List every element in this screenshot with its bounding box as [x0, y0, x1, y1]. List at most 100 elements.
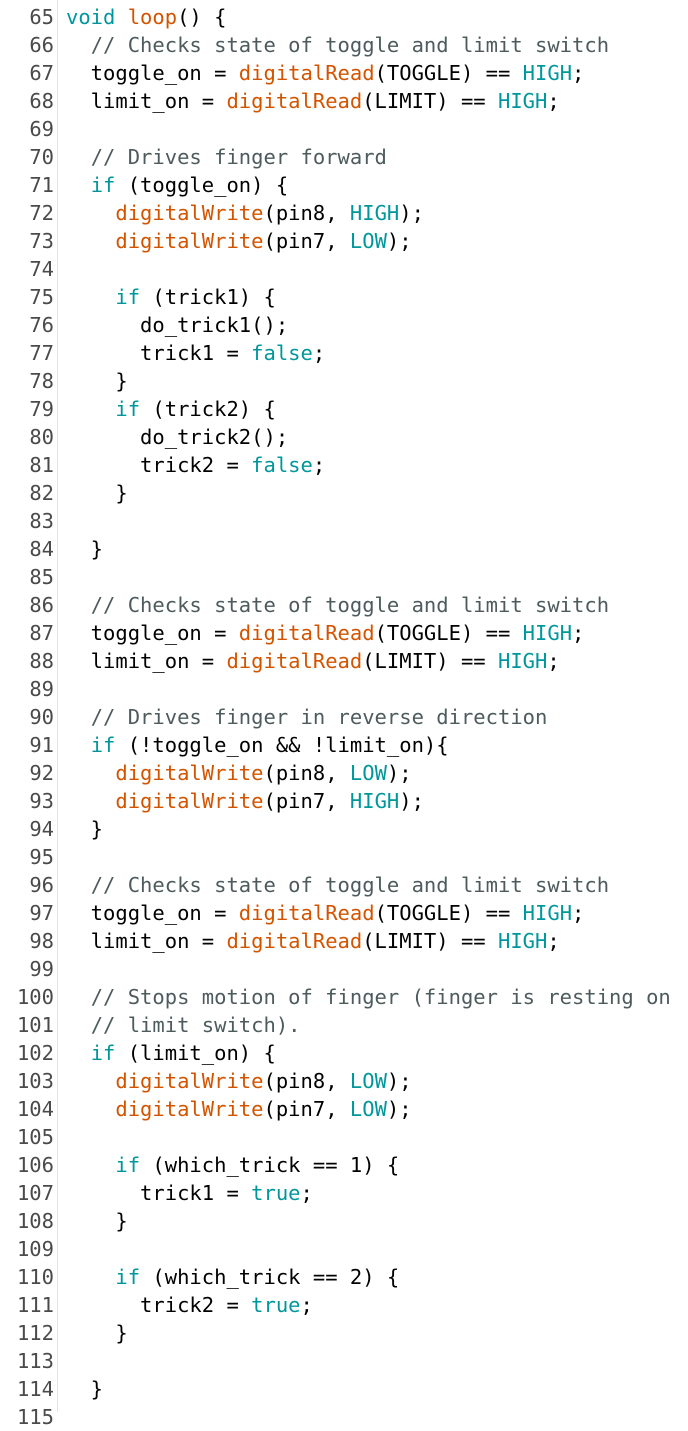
code-line[interactable]: 66 // Checks state of toggle and limit s…: [0, 31, 688, 59]
line-text: }: [62, 535, 688, 563]
code-line[interactable]: 68 limit_on = digitalRead(LIMIT) == HIGH…: [0, 87, 688, 115]
code-line[interactable]: 108 }: [0, 1207, 688, 1235]
code-line[interactable]: 114 }: [0, 1375, 688, 1403]
code-line[interactable]: 69: [0, 115, 688, 143]
code-line[interactable]: 93 digitalWrite(pin7, HIGH);: [0, 787, 688, 815]
code-line[interactable]: 98 limit_on = digitalRead(LIMIT) == HIGH…: [0, 927, 688, 955]
code-line[interactable]: 112 }: [0, 1319, 688, 1347]
code-line[interactable]: 90 // Drives finger in reverse direction: [0, 703, 688, 731]
code-line[interactable]: 72 digitalWrite(pin8, HIGH);: [0, 199, 688, 227]
code-line[interactable]: 76 do_trick1();: [0, 311, 688, 339]
code-line[interactable]: 88 limit_on = digitalRead(LIMIT) == HIGH…: [0, 647, 688, 675]
code-line[interactable]: 102 if (limit_on) {: [0, 1039, 688, 1067]
code-line[interactable]: 96 // Checks state of toggle and limit s…: [0, 871, 688, 899]
code-line[interactable]: 74: [0, 255, 688, 283]
code-line[interactable]: 113: [0, 1347, 688, 1375]
code-line[interactable]: 94 }: [0, 815, 688, 843]
code-line[interactable]: 78 }: [0, 367, 688, 395]
line-number: 68: [29, 89, 54, 113]
line-number: 84: [29, 537, 54, 561]
code-line[interactable]: 85: [0, 563, 688, 591]
code-token-plain: ;: [547, 649, 560, 673]
code-line[interactable]: 111 trick2 = true;: [0, 1291, 688, 1319]
code-token-comment: // Stops motion of finger (finger is res…: [90, 985, 671, 1009]
code-line[interactable]: 83: [0, 507, 688, 535]
code-token-plain: );: [386, 1097, 412, 1121]
code-line[interactable]: 103 digitalWrite(pin8, LOW);: [0, 1067, 688, 1095]
code-token-plain: ;: [300, 1293, 313, 1317]
code-token-plain: toggle_on =: [66, 621, 239, 645]
code-line[interactable]: 105: [0, 1123, 688, 1151]
code-line[interactable]: 84 }: [0, 535, 688, 563]
line-number: 109: [16, 1237, 54, 1261]
code-line[interactable]: 115: [0, 1403, 688, 1431]
code-line[interactable]: 86 // Checks state of toggle and limit s…: [0, 591, 688, 619]
code-line[interactable]: 100 // Stops motion of finger (finger is…: [0, 983, 688, 1011]
code-line[interactable]: 77 trick1 = false;: [0, 339, 688, 367]
code-line[interactable]: 81 trick2 = false;: [0, 451, 688, 479]
code-line[interactable]: 79 if (trick2) {: [0, 395, 688, 423]
code-line[interactable]: 80 do_trick2();: [0, 423, 688, 451]
code-line[interactable]: 101 // limit switch).: [0, 1011, 688, 1039]
code-token-function: digitalWrite: [115, 761, 264, 785]
line-number: 100: [16, 985, 54, 1009]
code-token-plain: }: [66, 537, 104, 561]
code-token-plain: (trick2) {: [140, 397, 276, 421]
code-line[interactable]: 91 if (!toggle_on && !limit_on){: [0, 731, 688, 759]
line-text: [62, 843, 688, 871]
code-line[interactable]: 104 digitalWrite(pin7, LOW);: [0, 1095, 688, 1123]
code-token-plain: );: [386, 761, 412, 785]
code-token-plain: (pin8,: [263, 201, 350, 225]
line-text: if (trick2) {: [62, 395, 688, 423]
code-token-plain: ;: [547, 89, 560, 113]
line-number-gutter: [0, 0, 58, 1412]
code-token-constant: LOW: [349, 1069, 387, 1093]
line-number: 79: [29, 397, 54, 421]
code-line[interactable]: 82 }: [0, 479, 688, 507]
code-token-plain: [66, 1265, 115, 1289]
code-token-keyword: void: [66, 5, 116, 29]
line-text: if (trick1) {: [62, 283, 688, 311]
code-token-plain: );: [399, 201, 424, 225]
line-text: digitalWrite(pin7, LOW);: [62, 227, 688, 255]
code-token-plain: [66, 1041, 91, 1065]
code-line[interactable]: 95: [0, 843, 688, 871]
code-line[interactable]: 97 toggle_on = digitalRead(TOGGLE) == HI…: [0, 899, 688, 927]
code-line[interactable]: 71 if (toggle_on) {: [0, 171, 688, 199]
code-line[interactable]: 89: [0, 675, 688, 703]
code-line[interactable]: 92 digitalWrite(pin8, LOW);: [0, 759, 688, 787]
line-number: 88: [29, 649, 54, 673]
line-text: // Checks state of toggle and limit swit…: [62, 871, 688, 899]
line-text: if (which_trick == 2) {: [62, 1263, 688, 1291]
code-token-plain: (limit_on) {: [115, 1041, 276, 1065]
code-token-plain: (!toggle_on && !limit_on){: [115, 733, 449, 757]
code-token-plain: [66, 1153, 115, 1177]
code-line[interactable]: 107 trick1 = true;: [0, 1179, 688, 1207]
line-text: // Checks state of toggle and limit swit…: [62, 591, 688, 619]
code-line[interactable]: 87 toggle_on = digitalRead(TOGGLE) == HI…: [0, 619, 688, 647]
line-text: [62, 955, 688, 983]
line-number: 91: [29, 733, 54, 757]
code-line[interactable]: 110 if (which_trick == 2) {: [0, 1263, 688, 1291]
line-text: [62, 115, 688, 143]
code-line[interactable]: 67 toggle_on = digitalRead(TOGGLE) == HI…: [0, 59, 688, 87]
code-line[interactable]: 109: [0, 1235, 688, 1263]
code-line[interactable]: 99: [0, 955, 688, 983]
line-number: 102: [16, 1041, 54, 1065]
line-number: 81: [29, 453, 54, 477]
line-text: limit_on = digitalRead(LIMIT) == HIGH;: [62, 647, 688, 675]
code-line[interactable]: 73 digitalWrite(pin7, LOW);: [0, 227, 688, 255]
code-line[interactable]: 106 if (which_trick == 1) {: [0, 1151, 688, 1179]
code-line[interactable]: 70 // Drives finger forward: [0, 143, 688, 171]
line-number: 101: [16, 1013, 54, 1037]
line-number: 108: [16, 1209, 54, 1233]
code-line[interactable]: 75 if (trick1) {: [0, 283, 688, 311]
line-number: 78: [29, 369, 54, 393]
code-token-plain: [66, 173, 91, 197]
line-text: }: [62, 1319, 688, 1347]
code-token-plain: trick2 =: [66, 453, 252, 477]
code-token-function: digitalWrite: [115, 229, 264, 253]
